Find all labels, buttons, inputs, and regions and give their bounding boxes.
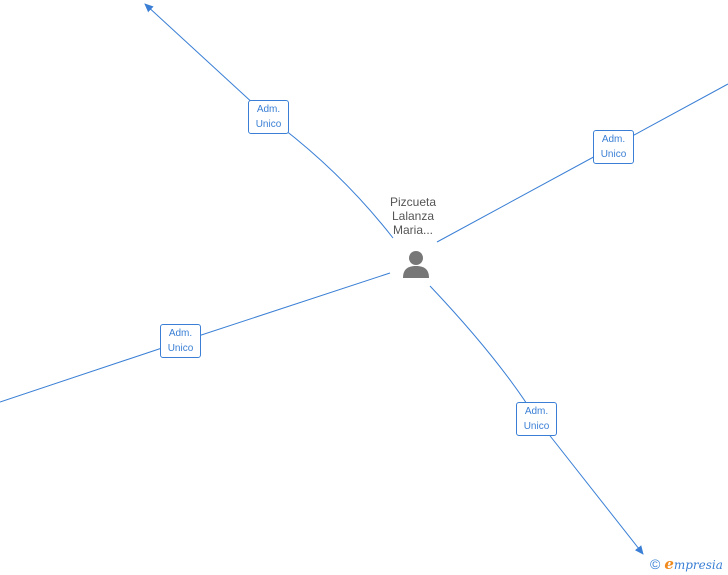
edge-bottom-right xyxy=(429,285,537,419)
relation-type: Unico xyxy=(600,149,627,160)
person-name-line: Lalanza xyxy=(391,209,435,223)
relation-role: Adm. xyxy=(256,104,281,115)
person-name-line: Maria... xyxy=(392,223,433,237)
relation-type: Unico xyxy=(167,343,194,354)
relation-role: Adm. xyxy=(168,328,193,339)
brand-initial: e xyxy=(664,555,674,573)
edge-top-left-arrow xyxy=(144,3,269,118)
relation-type: Unico xyxy=(523,421,550,432)
edge-top-right xyxy=(436,83,728,243)
person-name-line: Pizcueta xyxy=(389,195,437,209)
brand-watermark: © empresia xyxy=(650,555,723,573)
brand-logo: empresia xyxy=(664,555,723,573)
relation-box-top-right[interactable]: Adm. Unico xyxy=(593,130,634,164)
relation-role: Adm. xyxy=(524,406,549,417)
relation-role: Adm. xyxy=(601,134,626,145)
person-name[interactable]: Pizcueta Lalanza Maria... xyxy=(368,195,458,237)
copyright-icon: © xyxy=(650,556,661,572)
relation-box-top-left[interactable]: Adm. Unico xyxy=(248,100,289,134)
relation-box-bottom-right[interactable]: Adm. Unico xyxy=(516,402,557,436)
edge-bottom-right-arrow xyxy=(535,417,644,555)
relation-type: Unico xyxy=(255,119,282,130)
relation-box-left[interactable]: Adm. Unico xyxy=(160,324,201,358)
brand-name: mpresia xyxy=(673,558,723,572)
person-icon[interactable] xyxy=(401,249,431,279)
